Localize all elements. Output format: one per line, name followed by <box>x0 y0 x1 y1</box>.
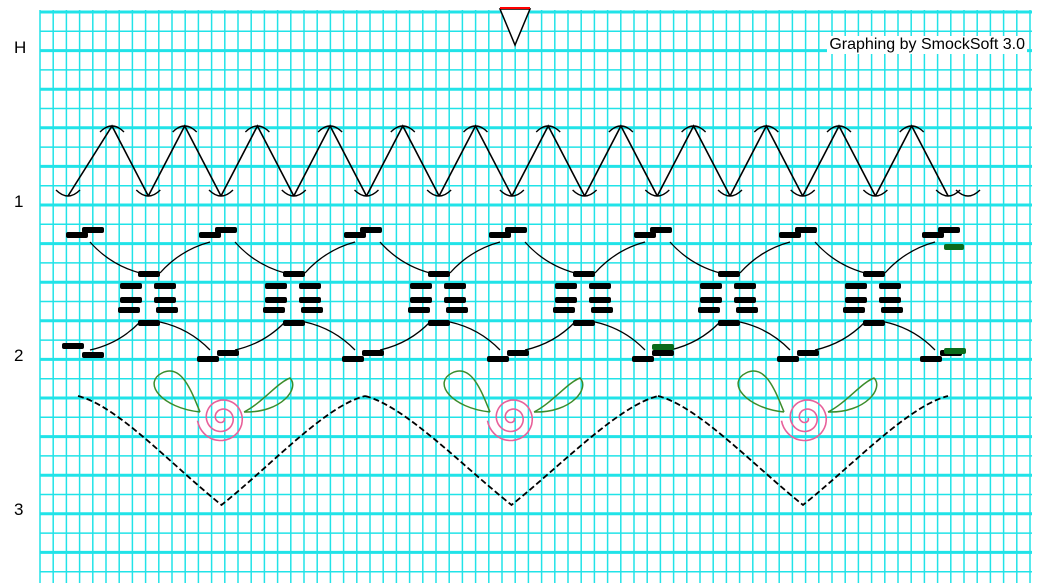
stitch-bar <box>156 307 178 313</box>
stitch-bar <box>795 227 817 233</box>
stitch-bar <box>863 271 885 277</box>
stitch-bar <box>843 307 865 313</box>
wavy-thread <box>885 242 935 273</box>
stitch-bar <box>698 307 720 313</box>
rose-leaf-left <box>154 371 200 412</box>
rose-leaf-left <box>444 371 490 412</box>
stitch-bar <box>362 350 384 356</box>
smocking-pattern <box>56 126 980 505</box>
stitch-bar <box>700 283 722 289</box>
wavy-thread <box>815 322 865 350</box>
graph-grid <box>40 10 1032 583</box>
stitch-bar <box>555 297 577 303</box>
stitch-bar <box>299 283 321 289</box>
stitch-bar <box>879 297 901 303</box>
stitch-bar <box>283 271 305 277</box>
stitch-bar <box>591 307 613 313</box>
stitch-bar <box>777 356 799 362</box>
stitch-bar <box>920 356 942 362</box>
stitch-bar <box>342 356 364 362</box>
wavy-thread <box>595 242 645 273</box>
rose-leaf-left <box>738 371 784 412</box>
stitch-bar <box>138 271 160 277</box>
stitch-bar <box>410 297 432 303</box>
stitch-bar <box>734 283 756 289</box>
stitch-bar <box>444 297 466 303</box>
stitch-bar <box>299 297 321 303</box>
stitch-bar <box>736 307 758 313</box>
wavy-thread <box>595 322 645 350</box>
stitch-bar <box>428 320 450 326</box>
stitch-bar <box>938 227 960 233</box>
rose-spiral <box>782 400 827 441</box>
stitch-bar <box>410 283 432 289</box>
stitch-bar <box>700 297 722 303</box>
stitch-bar <box>408 307 430 313</box>
stitch-bar <box>632 356 654 362</box>
stitch-bar <box>215 227 237 233</box>
wavy-thread <box>740 242 790 273</box>
stitch-bar <box>265 297 287 303</box>
stitch-bar <box>718 320 740 326</box>
stitch-bar <box>507 350 529 356</box>
stitch-bar <box>138 320 160 326</box>
stitch-bar <box>154 283 176 289</box>
stitch-bar <box>428 271 450 277</box>
stitch-bar <box>301 307 323 313</box>
stitch-bar <box>797 350 819 356</box>
rose-spiral <box>488 400 533 441</box>
stitch-bar <box>118 307 140 313</box>
stitch-bar <box>881 307 903 313</box>
stitch-bar <box>573 271 595 277</box>
stitch-bar <box>360 227 382 233</box>
stitch-bar <box>120 297 142 303</box>
wavy-thread <box>740 322 790 350</box>
stitch-bar <box>845 297 867 303</box>
wavy-thread <box>885 322 935 350</box>
stitch-bar <box>217 350 239 356</box>
rose-leaf-right <box>828 378 877 412</box>
stitch-bar <box>446 307 468 313</box>
stitch-bar <box>120 283 142 289</box>
down-triangle-icon[interactable] <box>500 9 530 45</box>
stitch-bar <box>734 297 756 303</box>
stitch-bar <box>879 283 901 289</box>
stitch-bar <box>652 350 674 356</box>
stitch-bar <box>553 307 575 313</box>
stitch-bar <box>283 320 305 326</box>
row-label-1: 1 <box>14 192 34 212</box>
stitch-bar <box>444 283 466 289</box>
software-credit: Graphing by SmockSoft 3.0 <box>827 36 1027 54</box>
stitch-bar <box>650 227 672 233</box>
stitch-bar <box>555 283 577 289</box>
rose-spiral <box>198 400 243 441</box>
stitch-bar <box>718 271 740 277</box>
stitch-bar <box>589 297 611 303</box>
stitch-bar <box>487 356 509 362</box>
wavy-thread <box>815 242 865 273</box>
stitch-bar <box>944 244 964 250</box>
stitch-bar <box>845 283 867 289</box>
cable-swag-line <box>658 396 948 505</box>
stitch-bar <box>944 348 966 354</box>
stitch-bar <box>82 227 104 233</box>
stitch-bar <box>154 297 176 303</box>
stitch-bar <box>652 344 674 350</box>
stitch-bar <box>263 307 285 313</box>
stitch-bar <box>197 356 219 362</box>
cable-swag-line <box>78 396 365 505</box>
stitch-bar <box>589 283 611 289</box>
stitch-bar <box>265 283 287 289</box>
row-label-h: H <box>14 38 34 58</box>
stitch-bar <box>62 343 84 349</box>
row-label-3: 3 <box>14 500 34 520</box>
stitch-bar <box>863 320 885 326</box>
stitch-bar <box>82 352 104 358</box>
row-label-2: 2 <box>14 346 34 366</box>
stitch-bar <box>573 320 595 326</box>
stitch-bar <box>505 227 527 233</box>
